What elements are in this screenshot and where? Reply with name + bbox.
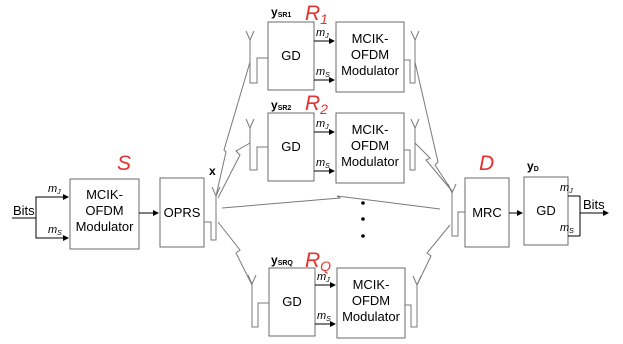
source-mj-label: mJ (48, 183, 61, 196)
relay-q-modulator[interactable]: MCIK- OFDM Modulator (336, 267, 406, 339)
relay-2-modulator[interactable]: MCIK- OFDM Modulator (335, 112, 405, 184)
relay-1: ySR1 R1 GD mJ mS MCIK- OFDM Modulator (245, 2, 420, 93)
svg-text:MCIK-: MCIK- (86, 187, 123, 202)
relay-q: ySRQ RQ GD mJ mS MCIK- OFDM Modulator (247, 249, 422, 339)
destination-y-label: yD (527, 159, 539, 173)
relay-2-rx-antenna-icon (245, 118, 268, 171)
svg-text:Modulator: Modulator (76, 219, 134, 234)
source-antenna-icon (204, 186, 221, 241)
relay-2: ySR2 R2 GD mJ mS MCIK- OFDM Modulator (245, 92, 420, 184)
destination-antenna-icon (447, 183, 465, 237)
relay-1-ms-label: mS (316, 66, 330, 79)
relay-q-gd-block[interactable]: GD (268, 267, 316, 337)
svg-text:MCIK-: MCIK- (352, 31, 389, 46)
oprs-block[interactable]: OPRS (159, 177, 205, 248)
source-modulator[interactable]: MCIK- OFDM Modulator (69, 178, 140, 250)
svg-text:OFDM: OFDM (351, 47, 389, 62)
relay-1-gd-block[interactable]: GD (267, 21, 315, 91)
relay-2-ms-label: mS (316, 157, 330, 170)
destination-gd-block[interactable]: GD (523, 176, 569, 246)
svg-text:OFDM: OFDM (85, 203, 123, 218)
svg-text:OPRS: OPRS (164, 205, 201, 220)
relay-q-y-label: ySRQ (271, 253, 293, 267)
relay-1-mj-label: mJ (316, 27, 329, 40)
svg-text:MCIK-: MCIK- (352, 122, 389, 137)
svg-text:Modulator: Modulator (341, 63, 399, 78)
wireless-links (215, 61, 453, 286)
relay-2-y-label: ySR2 (271, 98, 291, 112)
relay-2-gd-block[interactable]: GD (267, 112, 315, 182)
relay-1-node-label: R1 (305, 2, 328, 27)
relay-1-y-label: ySR1 (271, 5, 291, 19)
source-bits-label: Bits (13, 203, 35, 218)
relay-2-tx-antenna-icon (404, 118, 420, 171)
x-signal-label: x (209, 164, 216, 178)
relay-q-node-label: RQ (305, 249, 331, 274)
relay-q-ms-label: mS (317, 310, 331, 323)
svg-text:MCIK-: MCIK- (353, 277, 390, 292)
relay-1-tx-antenna-icon (404, 30, 420, 84)
relay-2-mj-label: mJ (316, 118, 329, 131)
source-node-label: S (117, 152, 131, 175)
ellipsis-dots (361, 201, 365, 238)
ms-branch-line (35, 218, 69, 241)
destination-ms-label: mS (560, 222, 574, 235)
relay-q-rx-antenna-icon (247, 274, 269, 328)
svg-text:OFDM: OFDM (351, 138, 389, 153)
relay-q-tx-antenna-icon (405, 275, 422, 328)
svg-text:MRC: MRC (472, 205, 502, 220)
relay-1-modulator[interactable]: MCIK- OFDM Modulator (335, 21, 405, 93)
relay-1-rx-antenna-icon (245, 30, 268, 84)
source-ms-label: mS (48, 224, 62, 237)
destination-mj-label: mJ (560, 182, 573, 195)
svg-text:GD: GD (536, 203, 556, 218)
relay-2-node-label: R2 (305, 92, 328, 117)
relay-q-mj-label: mJ (317, 271, 330, 284)
destination-node-label: D (479, 152, 494, 175)
svg-text:Modulator: Modulator (342, 309, 400, 324)
mrc-block[interactable]: MRC (464, 177, 510, 248)
svg-text:GD: GD (281, 139, 301, 154)
mj-branch-line (35, 194, 69, 218)
destination-bits-label: Bits (583, 197, 605, 212)
svg-text:GD: GD (281, 48, 301, 63)
svg-text:Modulator: Modulator (341, 154, 399, 169)
svg-text:OFDM: OFDM (352, 293, 390, 308)
svg-text:GD: GD (282, 294, 302, 309)
